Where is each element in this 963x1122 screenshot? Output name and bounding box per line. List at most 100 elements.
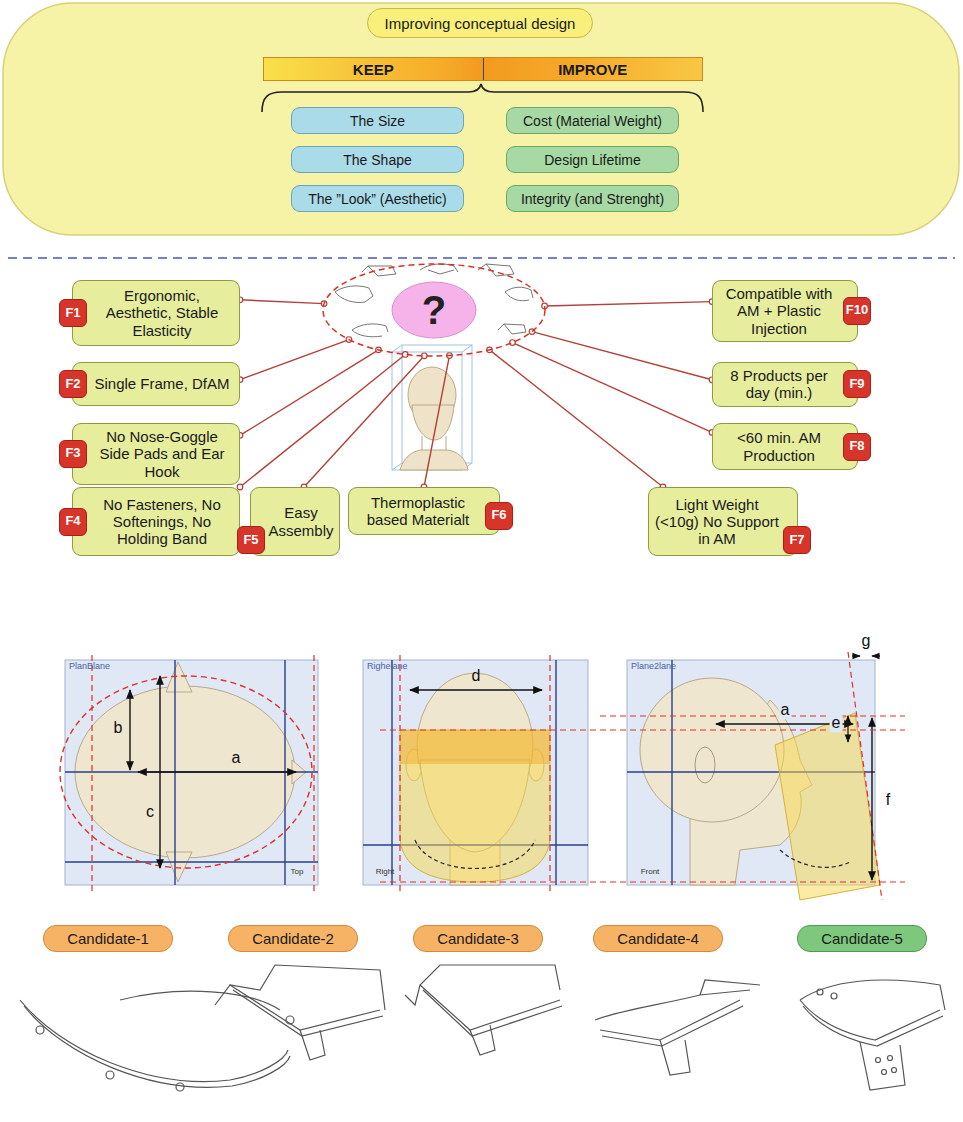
dashed-ellipse xyxy=(323,264,545,356)
candidate-frames xyxy=(817,989,823,995)
connector-line xyxy=(532,332,712,380)
connector xyxy=(301,353,427,490)
connector-line xyxy=(545,302,712,306)
candidate-frames xyxy=(24,1006,290,1087)
improve-text: Cost (Material Weight) xyxy=(523,113,662,129)
candidate-text: Candidate-1 xyxy=(67,930,149,947)
side-view-panel xyxy=(871,718,872,880)
dimension-label: c xyxy=(144,803,156,821)
side-view-panel xyxy=(780,850,850,867)
candidate-label: Candidate-3 xyxy=(413,925,543,952)
badge-text: F2 xyxy=(65,377,80,392)
candidate-label: Candidate-4 xyxy=(593,925,723,952)
head-model xyxy=(402,345,472,463)
requirement-text: No Fasteners, No Softenings, No Holding … xyxy=(90,496,234,548)
keep-text: The Shape xyxy=(343,152,412,168)
head-model xyxy=(392,345,472,470)
connector-line xyxy=(490,350,664,487)
top-view-panel xyxy=(166,662,192,692)
improve-text: Design Lifetime xyxy=(544,152,641,168)
dimension-label: b xyxy=(112,719,125,737)
top-view-panel xyxy=(129,690,130,770)
connector-line xyxy=(240,300,324,304)
front-view-panel xyxy=(400,655,550,895)
candidate-frames xyxy=(20,965,945,1091)
connector xyxy=(421,353,452,490)
requirement-badge: F2 xyxy=(59,370,87,398)
projection-lines xyxy=(380,716,905,882)
improve-item: Integrity (and Strenght) xyxy=(506,185,679,212)
candidate-frames xyxy=(800,1000,943,1046)
requirement-box: Compatible with AM + Plastic InjectionF1… xyxy=(712,280,858,342)
connector xyxy=(237,337,352,383)
front-view-panel xyxy=(415,840,535,869)
requirement-text: <60 min. AM Production xyxy=(718,429,840,464)
requirement-text: Compatible with AM + Plastic Injection xyxy=(718,285,840,337)
candidate-label: Candidate-5 xyxy=(797,925,927,952)
plane-name: Plane2lane xyxy=(631,662,676,672)
badge-text: F4 xyxy=(65,514,80,529)
requirement-badge: F8 xyxy=(843,433,871,461)
candidate-text: Candidate-2 xyxy=(252,930,334,947)
candidate-frames xyxy=(470,1025,495,1055)
section-divider xyxy=(8,257,955,259)
side-view-panel xyxy=(695,747,715,783)
connector-line xyxy=(240,340,349,380)
requirement-badge: F7 xyxy=(783,526,811,554)
candidate-frames xyxy=(595,990,750,1020)
bar-text: KEEP xyxy=(264,58,483,80)
top-view-panel xyxy=(92,655,314,892)
dimension-label: e xyxy=(830,714,843,732)
candidate-frames xyxy=(215,965,385,1010)
requirement-badge: F4 xyxy=(59,508,87,536)
candidate-frames xyxy=(888,1056,893,1061)
badge-text: F6 xyxy=(491,508,506,523)
question-mark: ? xyxy=(422,288,446,333)
section-divider xyxy=(8,258,955,259)
candidate-frames xyxy=(892,1068,897,1073)
requirement-text: Single Frame, DfAM xyxy=(94,375,229,392)
requirement-text: No Nose-Goggle Side Pads and Ear Hook xyxy=(90,428,234,480)
candidate-frames xyxy=(120,991,280,1010)
requirement-badge: F9 xyxy=(843,370,871,398)
requirement-text: Easy Assembly xyxy=(268,504,334,539)
candidate-frames xyxy=(876,1058,881,1063)
head-model xyxy=(392,345,472,470)
side-view-panel xyxy=(847,716,848,742)
front-view-panel xyxy=(400,730,550,882)
connector xyxy=(237,352,408,490)
candidate-frames xyxy=(106,1071,114,1079)
top-view-panel xyxy=(138,771,296,772)
candidate-text: Candidate-4 xyxy=(617,930,699,947)
head-model xyxy=(400,450,468,470)
badge-text: F9 xyxy=(849,377,864,392)
frame-thumbnails xyxy=(478,264,514,276)
requirement-box: No Fasteners, No Softenings, No Holding … xyxy=(72,487,240,556)
plane-name: PlanBlane xyxy=(69,662,110,672)
requirement-text: Light Weight (<10g) No Support in AM xyxy=(654,496,780,548)
head-model xyxy=(412,405,454,440)
keep-item: The Shape xyxy=(291,146,464,173)
title-text: Improving conceptual design xyxy=(385,15,576,32)
frame-thumbnails xyxy=(420,264,458,274)
concept-ellipse: ? xyxy=(322,263,546,357)
requirement-text: Thermoplastic based Materialt xyxy=(354,494,482,529)
candidate-text: Candidate-3 xyxy=(437,930,519,947)
connector xyxy=(542,299,715,309)
keep-text: The ”Look” (Aesthetic) xyxy=(308,191,447,207)
keep-item: The Size xyxy=(291,107,464,134)
requirement-box: Single Frame, DfAMF2 xyxy=(72,362,240,406)
dimension-label: a xyxy=(230,749,243,767)
candidate-frames xyxy=(300,1030,325,1060)
badge-text: F7 xyxy=(789,533,804,548)
side-view-panel xyxy=(640,678,784,822)
title-pill: Improving conceptual design xyxy=(367,8,593,38)
requirement-badge: F5 xyxy=(237,526,265,554)
dimension-label: g xyxy=(860,632,873,650)
badge-text: F1 xyxy=(65,306,80,321)
candidate-frames xyxy=(800,980,945,1010)
connector-dot xyxy=(237,484,243,490)
connector xyxy=(237,347,381,438)
